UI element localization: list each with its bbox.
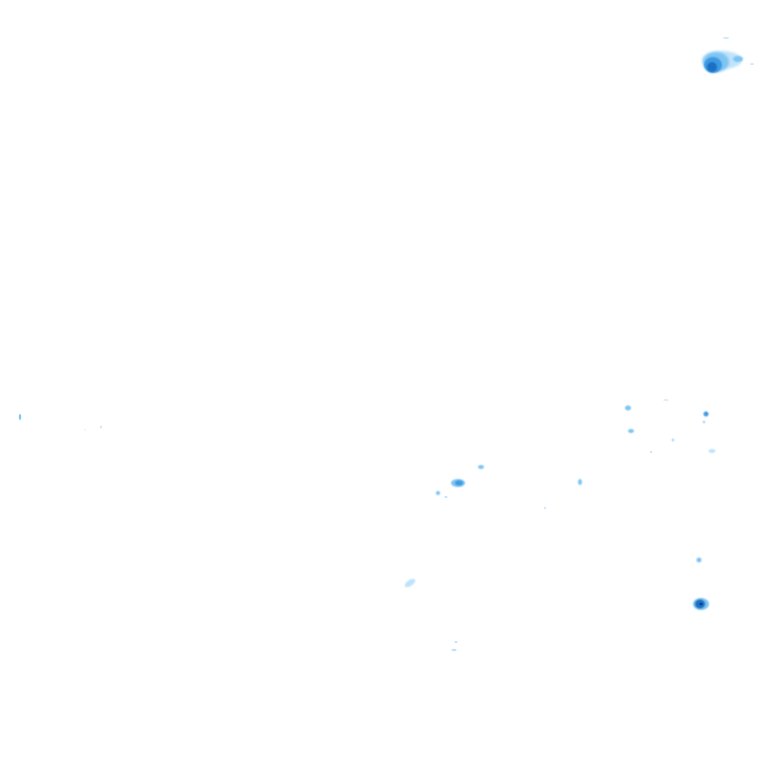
radar-echoes-center [404,465,484,652]
radar-echo-large-top-right [702,37,754,73]
echo-light [696,557,702,563]
echo-moderate [455,480,463,486]
echo-light [723,37,729,39]
echo-light [100,425,102,429]
echo-light [436,491,440,495]
radar-echo-cell-lower-right [693,557,709,610]
radar-echoes-left-edge [18,414,102,431]
echo-light [733,56,743,62]
echo-light [663,399,669,401]
echo-light [454,641,458,643]
echo-light [84,429,86,431]
echo-light [708,449,716,453]
echo-light [649,451,653,453]
echo-light [544,507,546,509]
echo-light [478,465,484,469]
echo-light [625,405,631,411]
echo-light [628,429,634,433]
echo-light [750,63,754,65]
radar-echoes-scattered-right [544,399,716,509]
echo-light [444,496,448,498]
echo-light [671,438,675,442]
echo-light [18,414,22,420]
echo-light [702,420,706,424]
echo-light [703,411,709,417]
echo-heavy [707,62,717,72]
echo-light [404,578,416,588]
echo-light [578,479,582,485]
echo-core [699,602,703,606]
echo-light [451,648,457,652]
